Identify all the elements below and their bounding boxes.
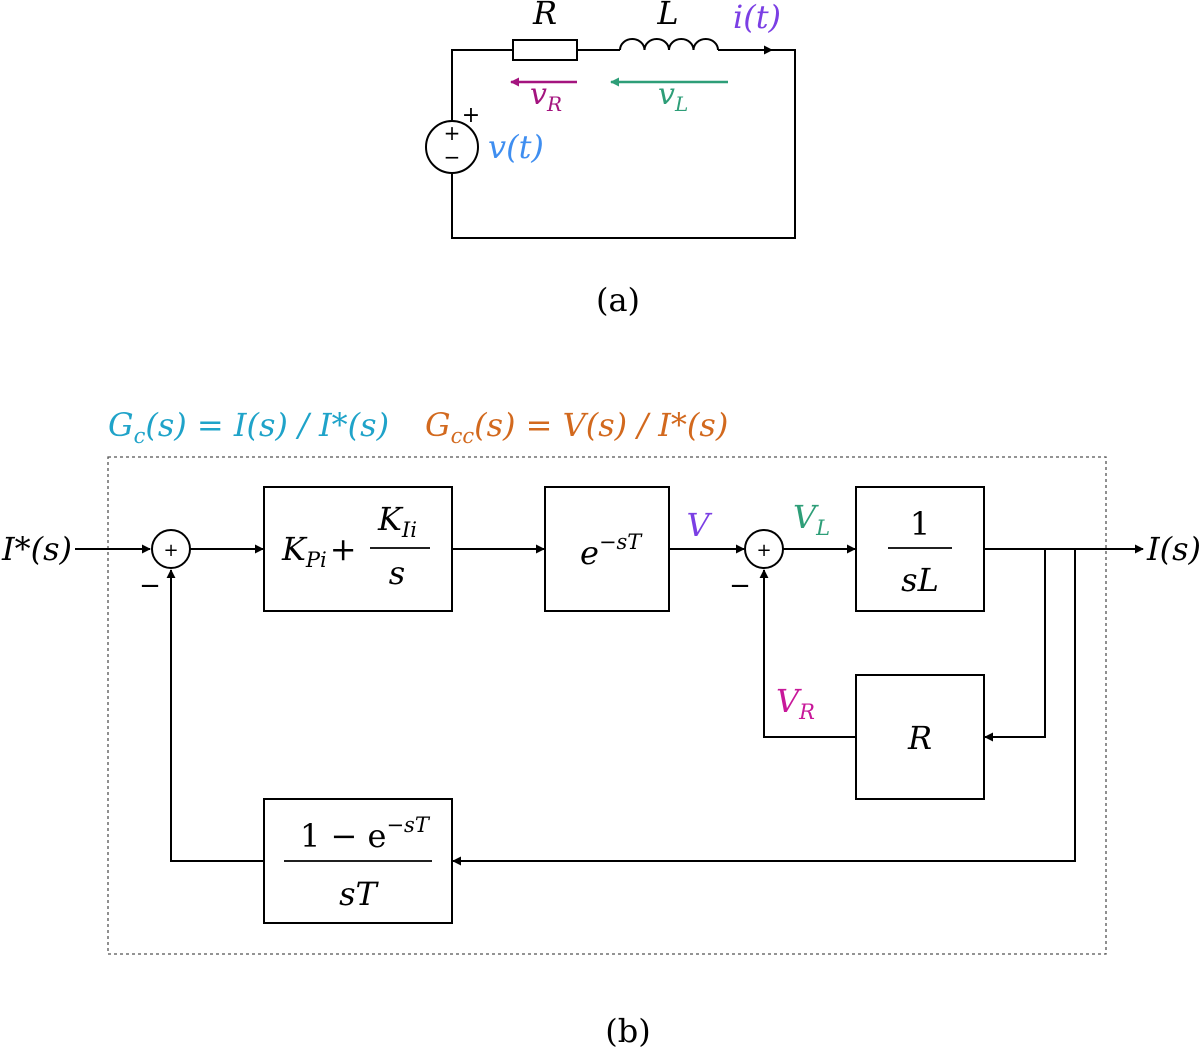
source-voltage-label: v(t) [488, 128, 544, 166]
circuit-diagram: + − + R L i(t) v(t) vR vL [425, 0, 796, 239]
current-label: i(t) [733, 0, 781, 36]
terminal-plus-sign: + [462, 103, 480, 128]
resistor-symbol [512, 39, 578, 61]
circuit-wire-left-top [451, 49, 513, 120]
delay-block [544, 486, 670, 612]
sum2-minus: − [729, 571, 751, 601]
vr-label: vR [530, 77, 562, 116]
plant-denominator: sL [901, 561, 939, 599]
pi-ki-numerator: KIi [377, 500, 417, 542]
inductor-symbol [619, 38, 719, 51]
r-feedback-wire-out [759, 569, 856, 738]
voltage-source-symbol [425, 120, 479, 174]
pi-denominator: s [389, 554, 405, 592]
block-diagram: Gc(s) = I(s) / I*(s) Gcc(s) = V(s) / I*(… [1, 406, 1200, 955]
zoh-numerator: 1 − e−sT [300, 813, 431, 855]
vr-signal-label: VR [776, 682, 815, 724]
vl-label: vL [658, 77, 688, 116]
zoh-feedback-wire-in [452, 549, 1076, 866]
source-plus-sign: + [444, 121, 461, 145]
plant-numerator: 1 [910, 505, 930, 543]
resistance-block [855, 674, 985, 800]
delay-expression: e−sT [580, 530, 643, 572]
resistor-label: R [532, 0, 557, 32]
sum2-plus: + [756, 540, 771, 561]
gcc-definition: Gcc(s) = V(s) / I*(s) [425, 406, 728, 448]
sum1-minus: − [139, 571, 161, 601]
zoh-denominator: sT [339, 875, 379, 913]
gc-definition: Gc(s) = I(s) / I*(s) [108, 406, 389, 448]
vl-signal-label: VL [793, 498, 830, 540]
source-minus-sign: − [444, 145, 461, 169]
system-boundary [107, 456, 1107, 955]
inductor-label: L [656, 0, 678, 32]
resistance-label: R [907, 719, 932, 757]
caption-b: (b) [605, 1012, 650, 1050]
r-feedback-wire-in [984, 549, 1046, 742]
pi-kp-term: KPi+ [281, 530, 357, 572]
zoh-feedback-wire-out [166, 569, 264, 862]
plant-block [855, 486, 985, 612]
caption-a: (a) [596, 281, 640, 319]
pi-controller-block [263, 486, 453, 612]
v-signal-label: V [686, 506, 712, 544]
output-label: I(s) [1146, 530, 1200, 568]
input-label: I*(s) [1, 530, 72, 568]
sum1-plus: + [163, 540, 178, 561]
